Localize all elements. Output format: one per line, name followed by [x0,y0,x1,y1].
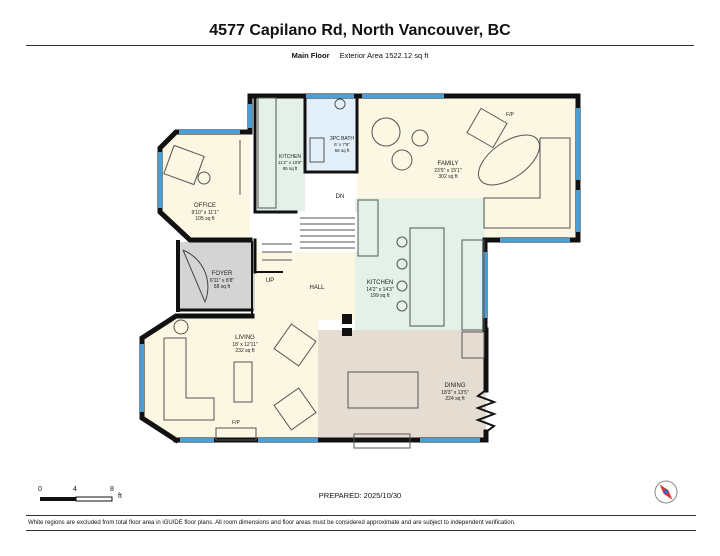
office-stool [197,171,211,185]
bath-name: 3PC BATH [330,136,354,142]
stairs [262,217,355,261]
title-rule [26,45,694,46]
bath-dims: 6' x 7'9" [334,142,350,147]
kitchen-fill [355,198,485,330]
foyer-area: 58 sq ft [214,284,231,290]
office-dims: 9'10" x 11'1" [191,210,218,216]
scale-tick-0: 0 [38,486,42,493]
scale-tick-4: 4 [73,486,77,493]
scale-unit: ft [118,493,122,500]
living-area: 232 sq ft [235,348,255,354]
kitchen-area: 199 sq ft [370,293,390,299]
fridge [461,331,485,359]
living-fireplace-label: F/P [232,420,240,426]
stool-4 [396,300,408,312]
room-fills [142,96,578,440]
kitchen-small-dims: 11'2" x 10'8" [278,160,303,165]
living-plant [173,319,189,335]
living-fill [142,316,318,440]
family-dims: 23'9" x 15'1" [434,168,462,174]
furniture [163,97,571,449]
bath-fill [305,98,357,170]
family-fireplace-label: F/P [506,112,514,118]
bath-toilet [334,98,346,110]
living-name: LIVING [235,335,255,341]
stool-3 [396,280,408,292]
office-name: OFFICE [194,203,216,209]
kitchen-name: KITCHEN [367,280,393,286]
windows [140,94,580,442]
kitchen-small-fill [255,96,305,211]
dining-area: 224 sq ft [445,396,465,402]
dining-table [347,371,419,409]
bath-sink [309,137,325,163]
post-1 [342,314,352,324]
stairs-up-label: UP [266,278,274,284]
kitchen-dims: 14'2" x 14'3" [366,287,394,293]
family-table-1 [371,117,401,147]
plan-title: 4577 Capilano Rd, North Vancouver, BC [209,22,511,39]
living-fireplace [215,427,257,441]
dining-fill [318,330,486,440]
family-sofa [483,137,571,229]
exterior-area: Exterior Area 1522.12 sq ft [339,51,429,60]
stairs-area [258,212,358,252]
wall-living [139,313,255,444]
dining-name: DINING [445,383,466,389]
stool-2 [396,258,408,270]
scale-tick-8: 8 [110,486,114,493]
family-area: 302 sq ft [438,174,458,180]
bath-area: 56 sq ft [335,148,351,153]
family-armchair [466,107,508,149]
kitchen-small-area: 85 sq ft [283,166,299,171]
dining-sideboard [353,433,411,449]
family-coffee-table [478,134,540,186]
living-chair-1 [273,323,317,367]
foyer-name: FOYER [212,271,233,277]
living-table [233,361,253,403]
scale-bar [40,496,113,502]
stairs-dn-label: DN [336,194,345,200]
family-table-2 [391,149,413,171]
office-area: 105 sq ft [195,216,215,222]
hall-fill [255,242,355,320]
pantry [357,199,379,257]
floor-name: Main Floor [291,51,330,60]
dining-dims: 18'3" x 13'5" [441,390,469,396]
family-table-3 [411,129,429,147]
foyer-dims: 6'11" x 8'8" [210,278,234,284]
sliding-door [475,389,497,433]
room-labels: OFFICE 9'10" x 11'1" 105 sq ft KITCHEN 1… [191,112,514,426]
hall-name: HALL [309,285,325,291]
small-kitchen-counter [257,97,277,209]
living-dims: 18' x 12'11" [232,342,258,348]
disclaimer: White regions are excluded from total fl… [26,515,696,531]
family-fill [357,98,578,238]
living-chair-2 [273,387,317,431]
kitchen-counter [461,239,485,331]
kitchen-island [409,227,445,327]
compass-icon [654,480,678,504]
family-name: FAMILY [438,161,459,167]
living-sofa [163,337,215,421]
prepared-date: PREPARED: 2025/10/30 [318,491,402,500]
office-chair [163,144,205,186]
office-fill [160,132,250,240]
stool-1 [396,236,408,248]
kitchen-small-name: KITCHEN [279,154,301,160]
post-2 [342,328,352,336]
foyer-door-swing [182,249,209,304]
plan-subtitle: Main Floor Exterior Area 1522.12 sq ft [0,51,720,60]
